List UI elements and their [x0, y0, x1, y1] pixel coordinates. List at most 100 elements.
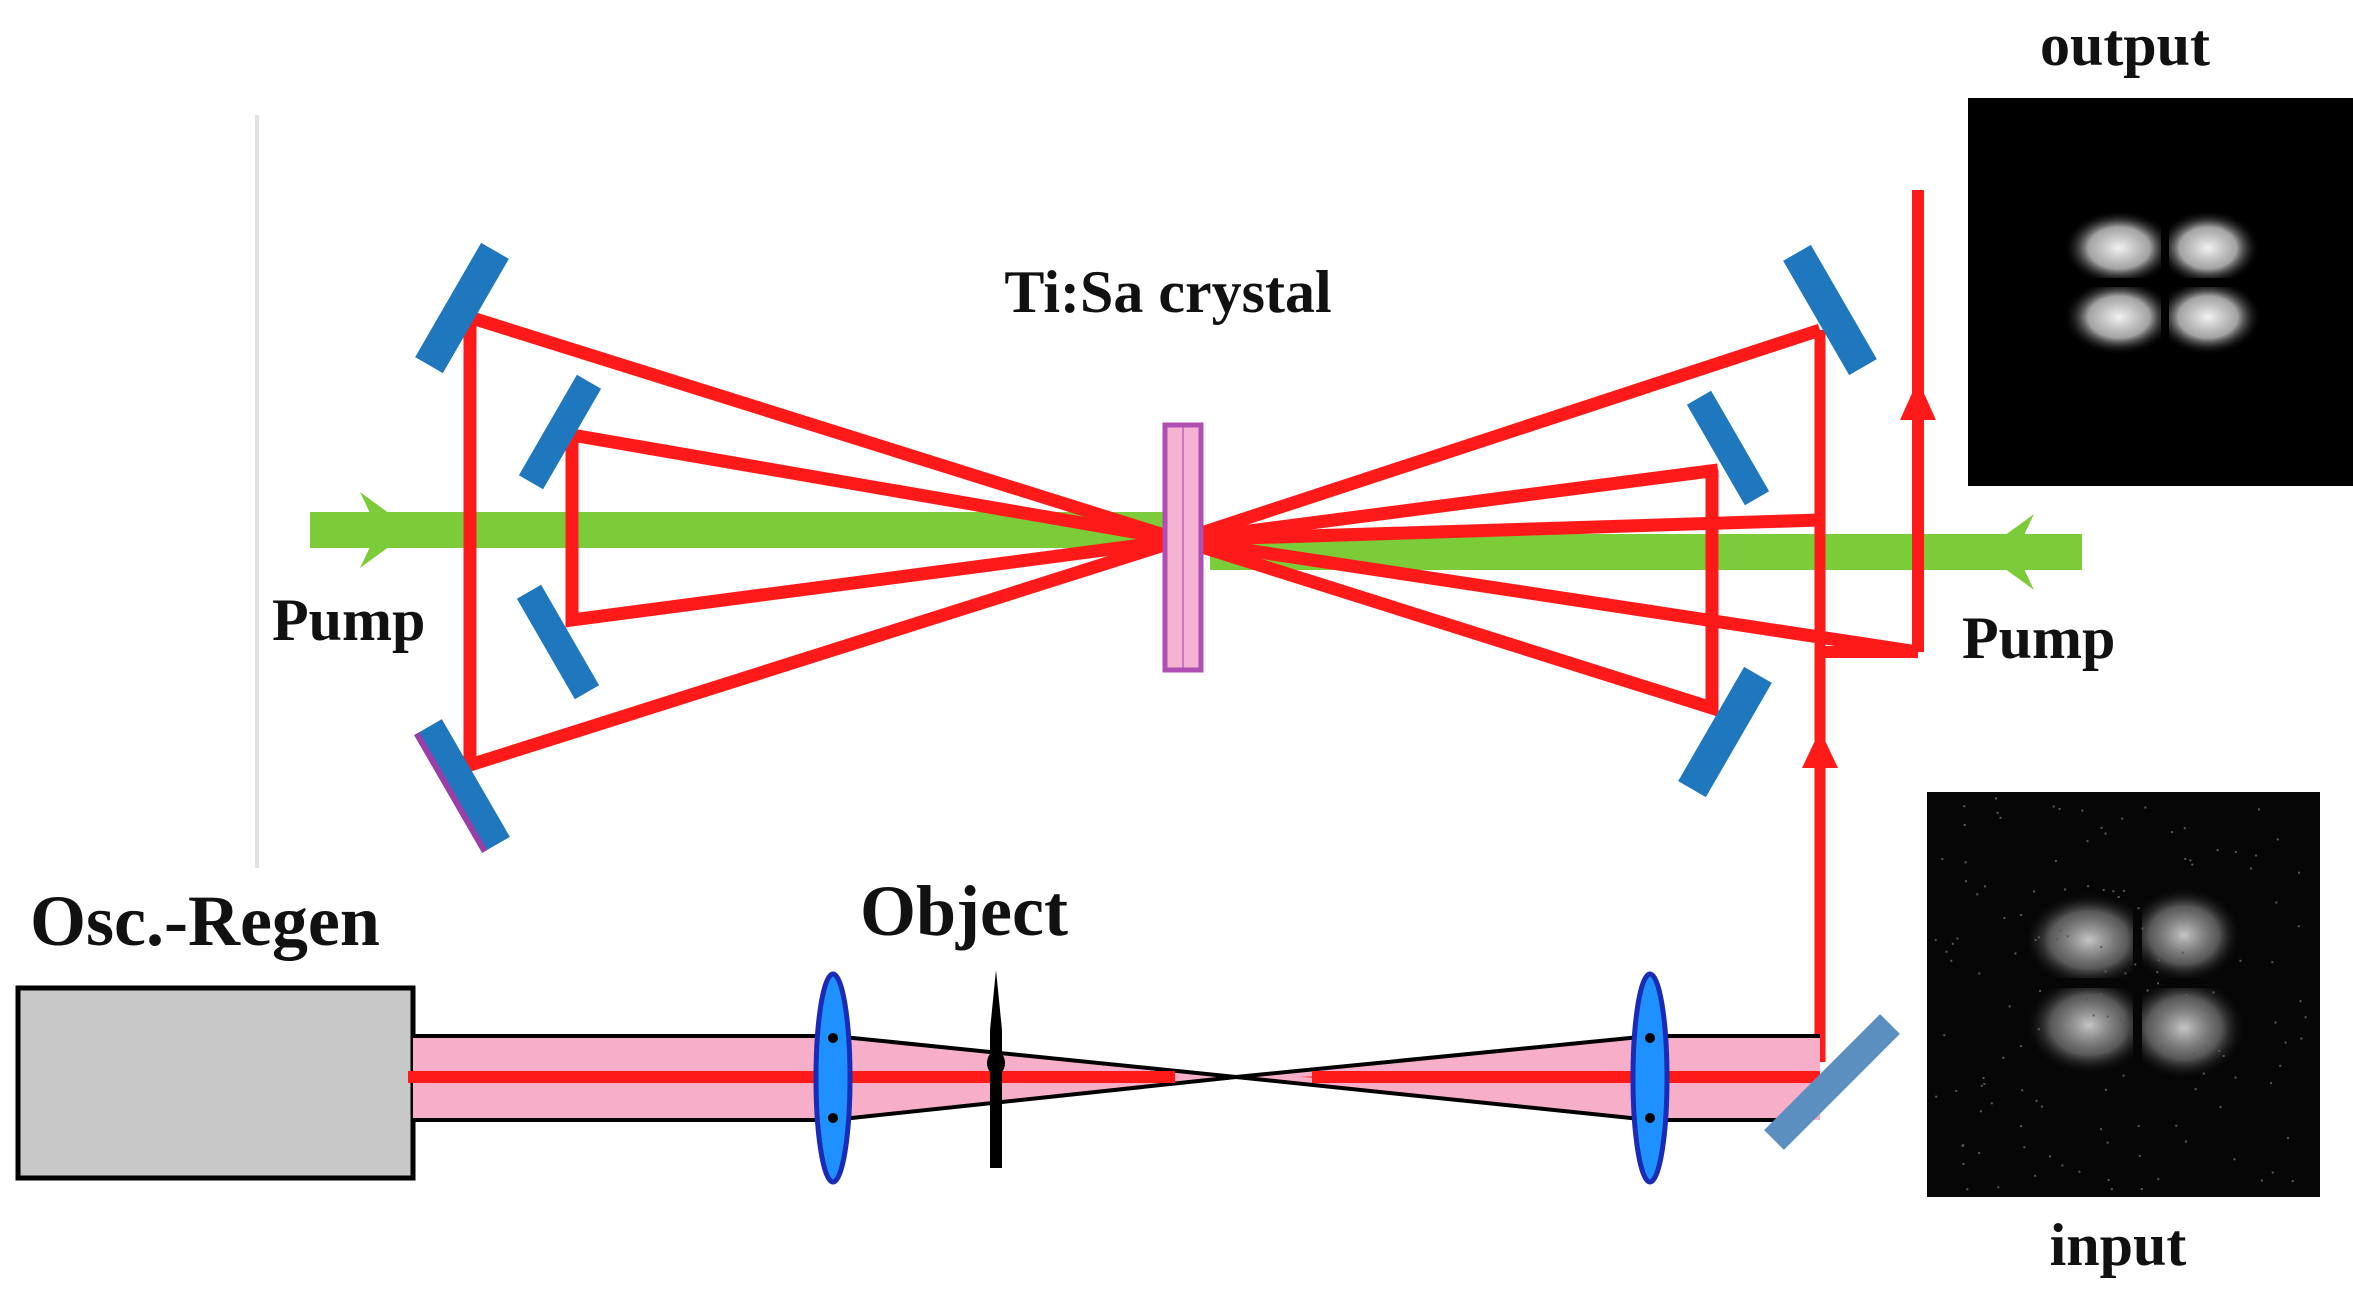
noise-speck: [2271, 1171, 2274, 1174]
noise-speck: [1997, 1186, 2000, 1189]
osc-regen-label: Osc.-Regen: [30, 881, 380, 961]
crystal-label: Ti:Sa crystal: [1004, 259, 1331, 325]
noise-speck: [1976, 893, 1979, 896]
mirror-top-left: [415, 242, 509, 374]
noise-speck: [2039, 989, 2042, 992]
noise-speck: [2110, 1188, 2113, 1191]
lens-2: [1630, 971, 1670, 1185]
noise-speck: [2099, 992, 2102, 995]
noise-speck: [2239, 959, 2242, 962]
noise-speck: [2020, 1125, 2022, 1128]
output-arrow-head: [1900, 380, 1936, 420]
noise-speck: [2122, 889, 2125, 892]
noise-speck: [2192, 1052, 2195, 1055]
multipass-rays: [463, 311, 1919, 774]
noise-speck: [2023, 1146, 2026, 1149]
noise-speck: [2250, 867, 2252, 870]
noise-speck: [2059, 929, 2062, 932]
mirror-bottom-right: [1678, 666, 1772, 798]
noise-speck: [2137, 1125, 2140, 1128]
noise-speck: [2066, 935, 2069, 938]
noise-speck: [1990, 1102, 1993, 1105]
noise-speck: [1935, 1095, 1938, 1098]
noise-speck: [2086, 998, 2088, 1001]
noise-speck: [1956, 937, 1959, 940]
noise-speck: [2064, 888, 2067, 891]
noise-speck: [2104, 832, 2107, 835]
pump-label-left: Pump: [272, 587, 425, 653]
noise-speck: [2300, 1037, 2303, 1040]
noise-speck: [2058, 807, 2061, 810]
noise-speck: [1934, 939, 1937, 942]
noise-speck: [2063, 961, 2066, 964]
pump-label-right: Pump: [1962, 605, 2115, 671]
noise-speck: [2081, 809, 2084, 812]
noise-speck: [2276, 838, 2279, 841]
noise-speck: [2219, 1106, 2222, 1109]
noise-speck: [2034, 1174, 2037, 1177]
noise-speck: [2157, 1178, 2160, 1181]
noise-speck: [2297, 925, 2300, 928]
focus-taper-left: [1050, 1071, 1180, 1083]
tisa-crystal: [1162, 422, 1204, 673]
noise-speck: [2140, 1188, 2143, 1190]
noise-speck: [2104, 970, 2107, 973]
noise-speck: [2117, 896, 2120, 898]
noise-speck: [2087, 885, 2090, 888]
noise-speck: [2183, 827, 2186, 830]
noise-speck: [1964, 861, 1967, 864]
noise-speck: [2146, 989, 2149, 992]
noise-speck: [2184, 1140, 2187, 1143]
mirror-inner-top-left: [518, 374, 602, 490]
injection-path: [1802, 190, 1936, 1062]
noise-speck: [1979, 1110, 1982, 1113]
mirror-inner-top-right: [1686, 390, 1770, 506]
noise-speck: [2287, 1136, 2289, 1139]
noise-speck: [2003, 917, 2006, 920]
noise-speck: [2124, 972, 2127, 975]
noise-speck: [2141, 927, 2144, 930]
noise-speck: [2034, 939, 2037, 941]
noise-speck: [2270, 1082, 2272, 1085]
focus-taper-right: [1300, 1071, 1420, 1083]
noise-speck: [2101, 997, 2104, 999]
noise-speck: [2206, 1049, 2209, 1052]
noise-speck: [2258, 808, 2260, 811]
noise-speck: [2115, 960, 2118, 963]
noise-speck: [1983, 1083, 1986, 1085]
noise-speck: [2189, 907, 2192, 910]
noise-speck: [2255, 854, 2257, 857]
noise-speck: [1996, 811, 1999, 814]
noise-speck: [2156, 971, 2159, 974]
noise-speck: [2212, 991, 2215, 994]
noise-speck: [2037, 936, 2040, 939]
noise-speck: [1951, 942, 1954, 945]
input-label: input: [2050, 1212, 2187, 1278]
noise-speck: [2052, 805, 2055, 808]
noise-speck: [2092, 1014, 2095, 1017]
noise-speck: [2233, 1158, 2236, 1161]
noise-speck: [2037, 1028, 2040, 1031]
output-label: output: [2040, 12, 2210, 78]
noise-speck: [2021, 1089, 2024, 1092]
noise-speck: [2122, 1074, 2125, 1077]
noise-speck: [2008, 1005, 2011, 1008]
noise-speck: [1995, 797, 1997, 800]
noise-speck: [2106, 1141, 2109, 1144]
noise-speck: [2106, 1015, 2109, 1018]
noise-speck: [2291, 1180, 2294, 1183]
noise-speck: [2104, 1088, 2107, 1091]
noise-speck: [2119, 1018, 2122, 1021]
noise-speck: [2020, 913, 2023, 916]
noise-speck: [2035, 1099, 2038, 1102]
mirror-bottom-left: [414, 719, 510, 853]
noise-speck: [2271, 961, 2274, 964]
noise-speck: [2175, 1124, 2178, 1127]
noise-speck: [2020, 1045, 2023, 1047]
noise-speck: [1961, 1145, 1964, 1147]
noise-speck: [2234, 1076, 2237, 1079]
noise-speck: [2049, 1155, 2051, 1158]
noise-speck: [2304, 1016, 2307, 1019]
noise-speck: [2284, 1041, 2287, 1044]
noise-speck: [1966, 1188, 1969, 1191]
